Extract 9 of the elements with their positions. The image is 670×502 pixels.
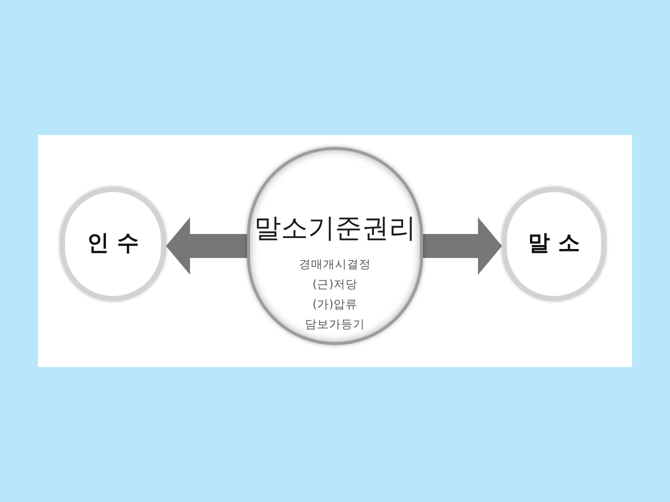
node-label: 인 수 (87, 231, 139, 257)
node-label: 말 소 (528, 231, 580, 257)
list-item: (근)저당 (312, 276, 358, 293)
block-arrow (166, 217, 247, 275)
heading-text: 말소기준권리 (254, 214, 416, 244)
list-item: 경매개시결정 (299, 256, 371, 273)
list-item: 담보가등기 (305, 316, 365, 333)
list-item: (가)압류 (312, 296, 358, 313)
block-arrow (423, 217, 502, 275)
